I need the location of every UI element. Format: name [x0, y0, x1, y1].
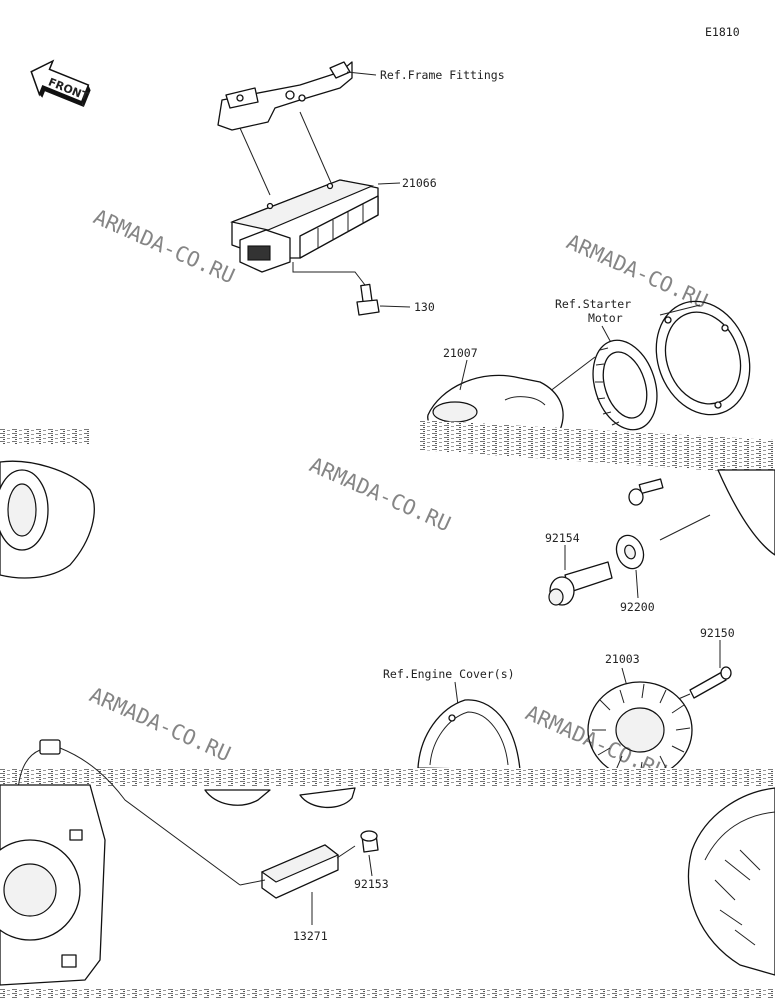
right-crankcase-partial: [717, 469, 775, 556]
ref-starter-line1: Ref.Starter: [555, 297, 631, 311]
scan-noise-band-top: [0, 420, 775, 475]
diagram-code: E1810: [705, 25, 740, 39]
wire-connector: [17, 739, 241, 886]
part-21066: 21066: [402, 176, 437, 190]
bolt-92150: [689, 666, 732, 699]
part-21003: 21003: [605, 652, 640, 666]
regulator-rectifier: [229, 179, 379, 273]
generator-cover: [687, 787, 775, 976]
washer-92200: [615, 534, 645, 570]
part-13271: 13271: [293, 929, 328, 943]
engine-cover-outline: [417, 699, 521, 771]
rotor: [427, 374, 564, 431]
scan-noise-band-bottom: [0, 988, 775, 998]
part-92150: 92150: [700, 626, 735, 640]
bolt-92154: [548, 561, 613, 606]
part-92153: 92153: [354, 877, 389, 891]
stator-coil: [587, 681, 693, 779]
guide-plate-13271: [260, 844, 356, 899]
frame-fitting-bracket: [217, 61, 353, 131]
watermark-3: ARMADA-CO.RU: [306, 453, 454, 537]
coil-remnant: [204, 787, 356, 809]
screw-130: [356, 283, 380, 316]
crankcase-lower-left: [0, 784, 106, 986]
cover-gasket-ring: [655, 300, 751, 416]
part-92200: 92200: [620, 600, 655, 614]
ref-starter-line2: Motor: [588, 311, 623, 325]
bolt-92153: [360, 830, 379, 853]
flange-bolt-small: [628, 478, 664, 506]
scan-noise-band-middle: [0, 768, 775, 786]
ref-engine-covers: Ref.Engine Cover(s): [383, 667, 515, 681]
part-21007: 21007: [443, 346, 478, 360]
starter-clutch-ring: [592, 339, 658, 431]
watermark-1: ARMADA-CO.RU: [90, 205, 238, 289]
front-arrow-icon: FRONT: [30, 59, 91, 107]
watermark-4: ARMADA-CO.RU: [86, 683, 234, 767]
left-crankcase-partial: [0, 460, 95, 579]
part-130: 130: [414, 300, 435, 314]
part-92154: 92154: [545, 531, 580, 545]
ref-frame-fittings: Ref.Frame Fittings: [380, 68, 505, 82]
